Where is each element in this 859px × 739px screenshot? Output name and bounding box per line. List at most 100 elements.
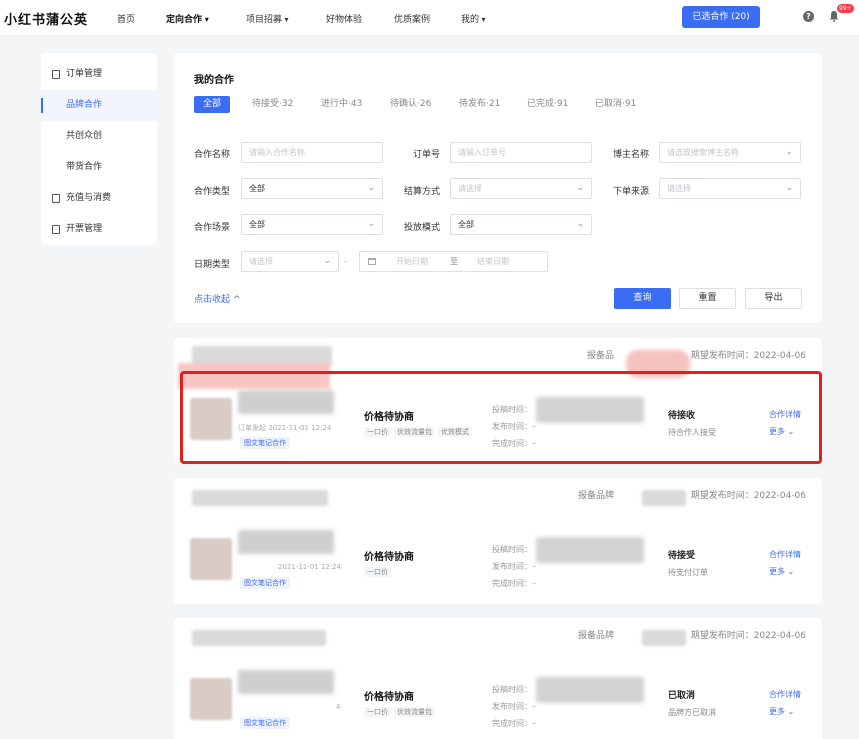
- tab-in-progress[interactable]: 进行中·43: [321, 99, 363, 109]
- date-type-select[interactable]: 请选择⌄: [241, 251, 339, 272]
- coop-detail-link[interactable]: 合作详情: [769, 550, 801, 559]
- redacted-brand: [642, 490, 686, 506]
- export-button[interactable]: 导出: [745, 288, 802, 309]
- coop-detail-link[interactable]: 合作详情: [769, 410, 801, 419]
- notification-badge: 99+: [837, 4, 854, 13]
- redacted-time: [536, 537, 644, 563]
- top-nav: 小红书蒲公英 首页 定向合作 项目招募 好物体验 优质案例 我的 已选合作 (2…: [0, 0, 859, 36]
- sidebar-item-label: 充值与消费: [66, 193, 112, 203]
- mode-value: 全部: [458, 220, 474, 229]
- order-no-input[interactable]: 请输入订单号: [450, 142, 592, 163]
- bell-icon[interactable]: [828, 10, 840, 22]
- reset-button[interactable]: 重置: [679, 288, 736, 309]
- nav-home[interactable]: 首页: [117, 15, 136, 25]
- blogger-placeholder: 请选或搜索博主名称: [667, 148, 739, 157]
- order-status: 待接受: [668, 551, 696, 561]
- nav-directed-coop[interactable]: 定向合作: [166, 12, 209, 25]
- sidebar: 订单管理 品牌合作 共创众创 带货合作 充值与消费 开票管理: [41, 53, 157, 245]
- source-select[interactable]: 请选择 ⌄: [659, 178, 801, 199]
- sidebar-item-label: 带货合作: [66, 162, 103, 172]
- brand-label: 报备品牌: [577, 491, 614, 501]
- source-placeholder: 请选择: [667, 184, 691, 193]
- tab-pending-publish[interactable]: 待发布·21: [459, 99, 501, 109]
- order-time: 2021-11-01 12:24: [278, 563, 342, 571]
- chevron-down-icon: ⌄: [367, 183, 375, 193]
- tab-all[interactable]: 全部: [194, 96, 231, 113]
- sidebar-item-orders[interactable]: 订单管理: [41, 59, 157, 90]
- redacted-time: [536, 677, 644, 703]
- price-tags: 一口价优效流量包优效模式: [364, 427, 475, 437]
- filter-panel: 我的合作 全部 待接受·32 进行中·43 待确认·26 待发布·21 已完成·…: [174, 53, 822, 323]
- publish-time: 发布时间：–: [492, 562, 536, 571]
- order-status-sub: 品牌方已取消: [668, 708, 716, 717]
- coop-detail-link[interactable]: 合作详情: [769, 690, 801, 699]
- help-icon[interactable]: ?: [803, 11, 814, 22]
- tab-pending-confirm[interactable]: 待确认·26: [390, 99, 432, 109]
- more-actions-dropdown[interactable]: 更多 ⌄: [769, 427, 795, 436]
- order-time: 4: [336, 703, 341, 711]
- price-tag: 优效流量包: [394, 707, 435, 717]
- settle-select[interactable]: 请选择 ⌄: [450, 178, 592, 199]
- app-logo[interactable]: 小红书蒲公英: [4, 13, 89, 28]
- wallet-icon: [52, 194, 60, 203]
- brand-label: 报备品: [586, 351, 614, 361]
- order-card: 报备品 期望发布时间：2022-04-06 订单发起 2021-11-01 12…: [174, 338, 822, 464]
- time-list: 投稿时间： 发布时间：– 完成时间：–: [492, 401, 536, 452]
- nav-product-trial[interactable]: 好物体验: [326, 15, 363, 25]
- complete-time: 完成时间：–: [492, 719, 536, 728]
- brand-label: 报备品牌: [577, 631, 614, 641]
- chevron-down-icon: ⌄: [785, 147, 793, 157]
- invoice-icon: [52, 225, 60, 234]
- date-range-picker[interactable]: 开始日期 至 结束日期: [359, 251, 548, 272]
- blogger-label: 博主名称: [613, 150, 650, 160]
- query-button[interactable]: 查询: [614, 288, 671, 309]
- order-status: 已取消: [668, 691, 696, 701]
- sidebar-item-invoice[interactable]: 开票管理: [41, 214, 157, 245]
- selected-coop-button[interactable]: 已选合作 (20): [682, 6, 760, 28]
- sidebar-item-co-creation[interactable]: 共创众创: [41, 121, 157, 152]
- submit-time: 投稿时间：: [492, 405, 532, 414]
- blogger-select[interactable]: 请选或搜索博主名称 ⌄: [659, 142, 801, 163]
- coop-type-select[interactable]: 全部⌄: [241, 178, 383, 199]
- more-actions-dropdown[interactable]: 更多 ⌄: [769, 707, 795, 716]
- highlight-box: [180, 371, 822, 464]
- sidebar-item-brand-coop[interactable]: 品牌合作: [41, 90, 157, 121]
- tab-completed[interactable]: 已完成·91: [527, 99, 569, 109]
- submit-time: 投稿时间：: [492, 685, 532, 694]
- note-thumbnail: [190, 678, 232, 720]
- sidebar-item-sales-coop[interactable]: 带货合作: [41, 152, 157, 183]
- submit-time: 投稿时间：: [492, 545, 532, 554]
- expected-publish-time: 期望发布时间：2022-04-06: [690, 351, 806, 361]
- tab-pending-accept[interactable]: 待接受·32: [252, 99, 294, 109]
- price-tags: 一口价优效流量包: [364, 707, 438, 717]
- nav-cases[interactable]: 优质案例: [394, 15, 431, 25]
- chevron-down-icon: ⌄: [367, 219, 375, 229]
- settle-placeholder: 请选择: [458, 184, 482, 193]
- date-to-label: 至: [450, 257, 458, 266]
- source-label: 下单来源: [613, 187, 650, 197]
- sidebar-item-label: 订单管理: [66, 69, 103, 79]
- nav-project-recruit[interactable]: 项目招募: [246, 12, 289, 25]
- redacted-blogger-name: [238, 670, 334, 694]
- order-header-meta: 报备品 期望发布时间：2022-04-06: [587, 338, 806, 374]
- sidebar-item-recharge[interactable]: 充值与消费: [41, 183, 157, 214]
- price-tag: 一口价: [364, 567, 391, 577]
- scene-select[interactable]: 全部⌄: [241, 214, 383, 235]
- mode-select[interactable]: 全部⌄: [450, 214, 592, 235]
- price-title: 价格待协商: [364, 692, 414, 703]
- nav-mine[interactable]: 我的: [461, 12, 486, 25]
- coop-type-tag: 图文笔记合作: [240, 577, 290, 589]
- order-status-sub: 待支付订单: [668, 568, 708, 577]
- chevron-down-icon: ⌄: [785, 183, 793, 193]
- collapse-filters-link[interactable]: 点击收起 ^: [194, 295, 241, 305]
- start-date-placeholder: 开始日期: [396, 257, 428, 266]
- complete-time: 完成时间：–: [492, 579, 536, 588]
- chevron-down-icon: ⌄: [576, 183, 584, 193]
- tab-cancelled[interactable]: 已取消·91: [595, 99, 637, 109]
- more-actions-dropdown[interactable]: 更多 ⌄: [769, 567, 795, 576]
- page-title: 我的合作: [194, 75, 234, 86]
- redacted-blogger-name: [238, 390, 334, 414]
- coop-name-input[interactable]: 请输入合作名称: [241, 142, 383, 163]
- chevron-down-icon: ⌄: [323, 256, 331, 266]
- date-type-label: 日期类型: [194, 260, 231, 270]
